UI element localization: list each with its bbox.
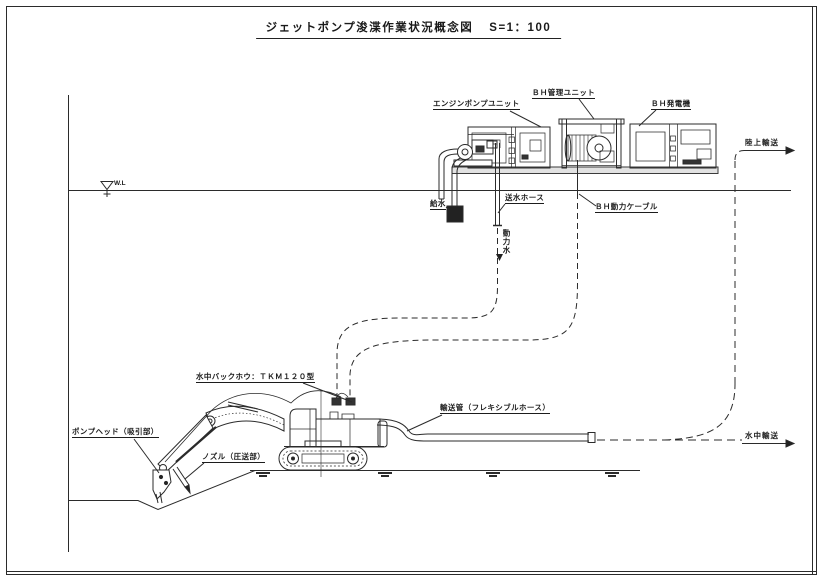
label-delivery-hose: 送水ホース [505, 193, 545, 205]
arm [158, 415, 216, 472]
label-backhoe-model: 水中バックホウ：ＴＫＭ１２０型 [196, 372, 315, 384]
pump-assembly [454, 140, 497, 166]
title-scale: S=1：100 [489, 22, 552, 34]
flow-arrow-down [496, 254, 503, 261]
label-nozzle: ノズル（圧送部） [202, 452, 266, 464]
transport-pipe-drawing [377, 151, 744, 443]
pump-head-drawing [153, 470, 171, 503]
crawler-track [279, 447, 367, 470]
land-transport-arrow [744, 147, 794, 154]
ground-hatch-marks [256, 473, 619, 476]
cable-drum [587, 136, 611, 160]
water-level-symbol [101, 182, 113, 190]
label-pump-head: ポンプヘッド（吸引部） [72, 427, 159, 439]
label-power-water: 動力水 [502, 229, 511, 255]
underwater-transport-arrow [742, 440, 794, 447]
power-water-line [337, 228, 503, 398]
intake-strainer [447, 206, 463, 222]
label-transport-pipe: 輸送管（フレキシブルホース） [440, 403, 551, 415]
drawing-title: ジェットポンプ浚渫作業状況概念図 S=1：100 [255, 19, 562, 39]
border-frame [7, 7, 817, 575]
suction-hose-drawing [439, 149, 466, 222]
cab [290, 409, 316, 447]
label-bh-power-cable: ＢＨ動力ケーブル [595, 202, 658, 214]
water-line [69, 182, 792, 198]
engine-housing [316, 412, 387, 447]
bh-control-unit-drawing [559, 119, 624, 168]
label-bh-control-unit: ＢＨ管理ユニット [532, 88, 596, 100]
leader-lines [134, 99, 656, 479]
label-bh-generator: ＢＨ発電機 [651, 99, 691, 111]
title-text: ジェットポンプ浚渫作業状況概念図 [265, 22, 474, 34]
bh-generator-drawing [630, 124, 716, 168]
label-engine-pump-unit: エンジンポンプユニット [433, 99, 520, 111]
label-water-supply: 給水 [430, 199, 446, 211]
label-land-transport: 陸上輸送 [745, 138, 779, 147]
label-underwater-transport: 水中輸送 [745, 431, 779, 440]
hose-run-line [165, 391, 341, 462]
underwater-backhoe-drawing [153, 390, 387, 503]
water-level-label: W.L [114, 180, 126, 187]
nozzle-drawing [173, 467, 190, 493]
